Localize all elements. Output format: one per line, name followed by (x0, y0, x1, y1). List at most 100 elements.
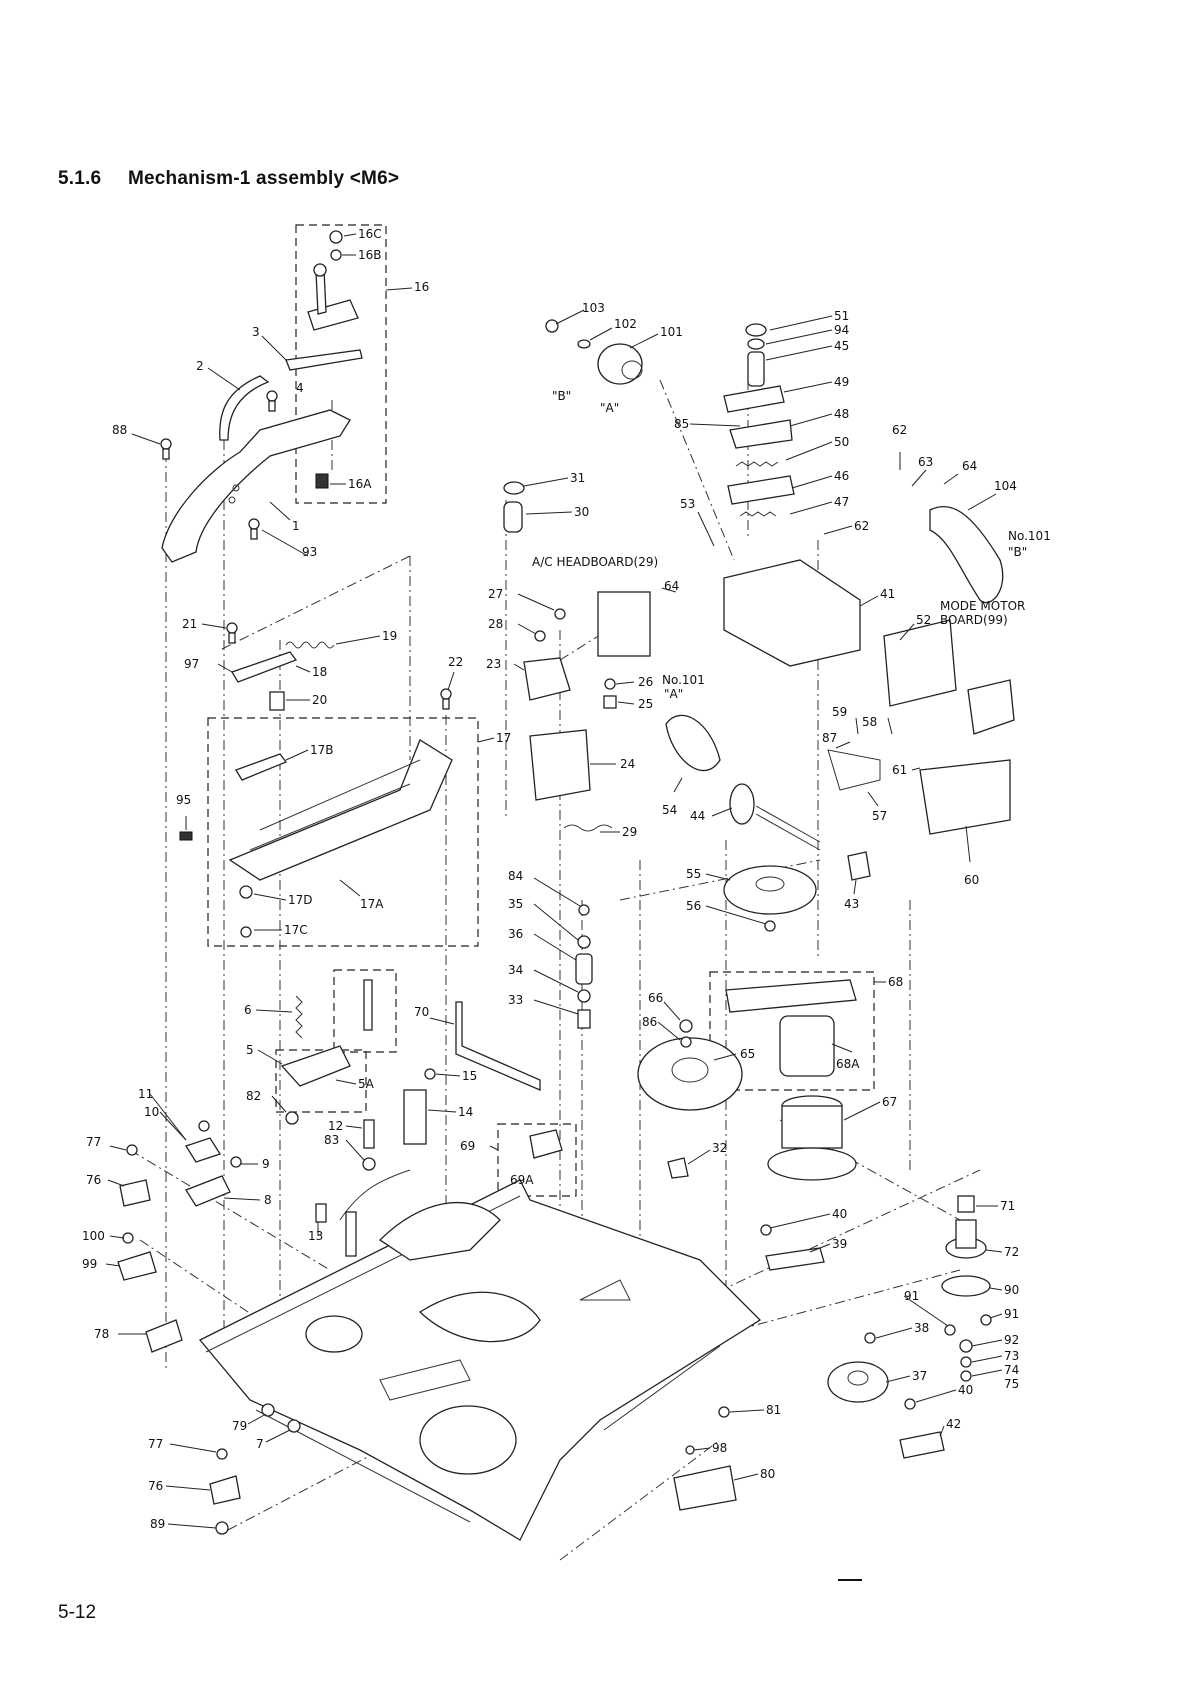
callout-label: 9 (262, 1157, 270, 1171)
part-80-bracket (673, 1465, 737, 1511)
callout-label: 45 (834, 339, 849, 353)
part-82-washer (285, 1111, 299, 1125)
callout-label: 48 (834, 407, 849, 421)
part-24-bracket (529, 729, 591, 801)
callout-labels: 16C 16B 16 3 2 4 88 16A 1 93 21 19 97 18… (82, 227, 1019, 1531)
callout-label: 42 (946, 1417, 961, 1431)
callout-label: 14 (458, 1105, 473, 1119)
part-17D-washer (239, 885, 253, 899)
callout-label: "A" (600, 401, 619, 415)
part-56-washer (764, 920, 776, 932)
callout-label: 5 (246, 1043, 254, 1057)
callout-label: 62 (892, 423, 907, 437)
callout-label: 69 (460, 1139, 475, 1153)
no101-b-label: No.101 (1008, 529, 1051, 543)
part-3-plate (285, 349, 363, 371)
callout-label: 77 (148, 1437, 163, 1451)
callout-label: 44 (690, 809, 705, 823)
callout-label: 16A (348, 477, 372, 491)
callout-label: 91 (1004, 1307, 1019, 1321)
part-39-spring-plate (765, 1247, 825, 1271)
part-17A-rails (249, 759, 421, 851)
part-68-arm (725, 979, 857, 1013)
callout-label: 78 (94, 1327, 109, 1341)
part-40b-screw (904, 1398, 916, 1410)
part-42-bracket (899, 1431, 945, 1459)
part-95-pad (179, 831, 193, 841)
section-number: 5.1.6 (58, 168, 102, 189)
part-81-screw (718, 1406, 730, 1418)
callout-label: 25 (638, 697, 653, 711)
part-69-gear-arm (529, 1129, 563, 1159)
callout-label: 94 (834, 323, 849, 337)
callout-label: 33 (508, 993, 523, 1007)
callout-label: 51 (834, 309, 849, 323)
callout-label: 88 (112, 423, 127, 437)
callout-label: 58 (862, 715, 877, 729)
part-17C-screw (240, 926, 252, 938)
main-chassis (198, 1179, 762, 1541)
callout-label: 15 (462, 1069, 477, 1083)
callout-label: 91 (904, 1289, 919, 1303)
callout-label: 66 (648, 991, 663, 1005)
annotations: A/C HEADBOARD(29) MODE MOTOR BOARD(99) N… (532, 529, 1051, 701)
ac-headboard-label: A/C HEADBOARD(29) (532, 555, 658, 569)
part-98-screw (685, 1445, 695, 1455)
part-38-screw (864, 1332, 876, 1344)
part-27-screw (554, 608, 566, 620)
pulley-101 (545, 319, 643, 385)
callout-label: 61 (892, 763, 907, 777)
callout-label: 102 (614, 317, 637, 331)
callout-label: 46 (834, 469, 849, 483)
callout-label: 81 (766, 1403, 781, 1417)
callout-label: 37 (912, 1369, 927, 1383)
part-37-gear (827, 1361, 889, 1403)
part-2-arm (219, 375, 270, 441)
callout-label: 17B (310, 743, 334, 757)
callout-label: 64 (664, 579, 679, 593)
callout-label: 69A (510, 1173, 534, 1187)
callout-label: 74 (1004, 1363, 1019, 1377)
part-66-washer (679, 1019, 693, 1033)
left-side-parts (117, 1120, 357, 1535)
callout-label: 27 (488, 587, 503, 601)
chassis-hole-center (418, 1291, 541, 1343)
callout-label: 17D (288, 893, 313, 907)
ac-headboard-card (597, 591, 651, 657)
part-25-spring (603, 695, 617, 709)
callout-label: 32 (712, 1141, 727, 1155)
callout-label: 77 (86, 1135, 101, 1149)
callout-label: 17A (360, 897, 384, 911)
callout-label: 7 (256, 1437, 264, 1451)
callout-label: 8 (264, 1193, 272, 1207)
callout-label: 98 (712, 1441, 727, 1455)
part-14-block (403, 1089, 427, 1145)
callout-label: 85 (674, 417, 689, 431)
subassembly-68-box (709, 971, 875, 1091)
part-67-drum (767, 1095, 857, 1181)
callout-label: 16C (358, 227, 382, 241)
page-number: 5-12 (58, 1602, 97, 1623)
callout-label: 55 (686, 867, 701, 881)
part-18-lever (231, 651, 298, 683)
screws-left (160, 390, 452, 710)
mode-motor-board (967, 679, 1015, 735)
part-55-gear (723, 865, 817, 915)
parts-30-31 (503, 481, 525, 533)
callout-label: 104 (994, 479, 1017, 493)
leader-lines (105, 233, 1003, 1529)
callout-label: 62 (854, 519, 869, 533)
callout-label: 41 (880, 587, 895, 601)
callout-label: 40 (832, 1207, 847, 1221)
callout-label: 11 (138, 1087, 153, 1101)
part-15-screw (424, 1068, 436, 1080)
part-65-gear (637, 1037, 743, 1111)
callout-label: 47 (834, 495, 849, 509)
part-1-lever (161, 409, 351, 563)
callout-label: 34 (508, 963, 523, 977)
parts-33-36-stack (575, 904, 593, 1029)
callout-label: 52 (916, 613, 931, 627)
callout-label: 86 (642, 1015, 657, 1029)
part-29-spring (563, 824, 613, 832)
